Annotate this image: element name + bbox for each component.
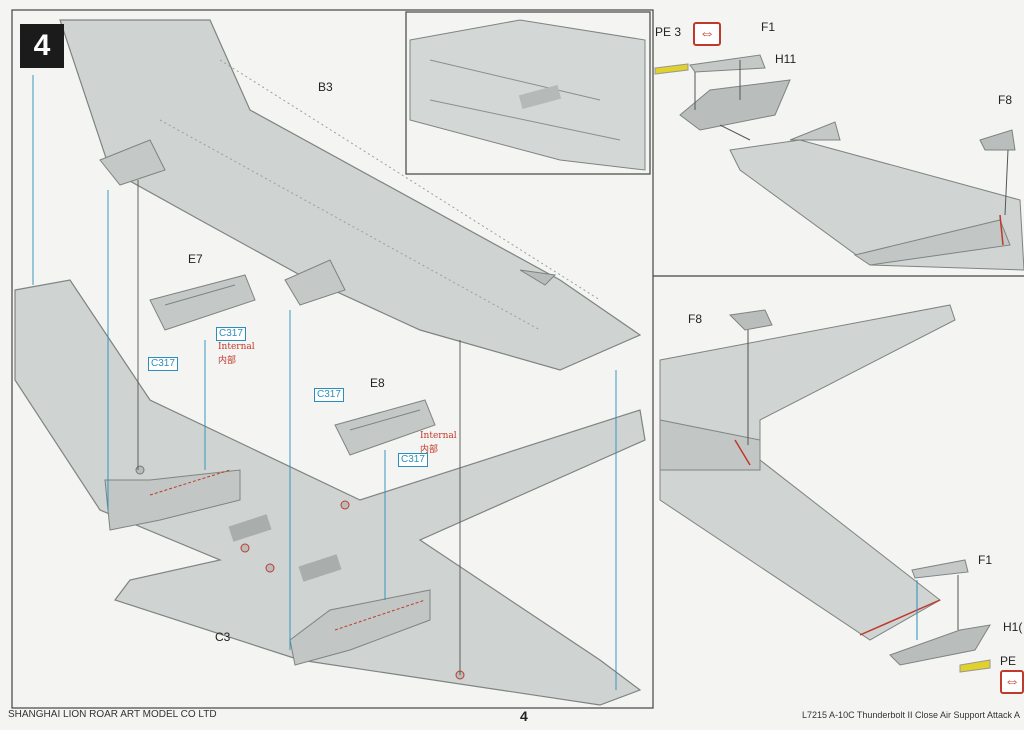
right-top-wingtip-assembly (654, 54, 1024, 271)
note-e8-internal-en: Internal (420, 431, 457, 441)
note-e7-internal-cn: 内部 (218, 356, 237, 366)
guide-lines-dark (137, 180, 461, 675)
main-panel-frame (11, 9, 654, 709)
part-e8 (334, 399, 436, 456)
part-label-e7: E7 (188, 252, 203, 266)
left-right-arrow-icon-bottom: ⇔ (1000, 670, 1024, 694)
part-label-b3: B3 (318, 80, 333, 94)
part-e7 (149, 274, 256, 331)
paint-code-e7-b: C317 (148, 357, 178, 371)
right-bottom-wingtip-assembly (659, 304, 991, 673)
note-e8-internal-cn: 内部 (420, 445, 439, 455)
part-label-c3: C3 (215, 630, 231, 644)
part-label-f8-top: F8 (998, 93, 1013, 107)
part-label-pe3-top: PE 3 (655, 25, 682, 39)
paint-code-e8-b: C317 (398, 453, 428, 467)
part-label-f1-top: F1 (761, 20, 776, 34)
inset-panel-frame (405, 11, 651, 175)
paint-code-e8-a: C317 (314, 388, 344, 402)
part-label-e8: E8 (370, 376, 385, 390)
left-right-arrow-icon: ⇔ (693, 22, 721, 46)
note-e7-internal-en: Internal (218, 342, 255, 352)
footer-page-number: 4 (520, 708, 528, 724)
inset-wing-detail (409, 19, 646, 171)
step-number-badge: 4 (20, 24, 64, 68)
part-label-h11-bottom: H1( (1003, 620, 1023, 634)
footer-company: SHANGHAI LION ROAR ART MODEL CO LTD (8, 709, 217, 720)
upper-wing-b3 (59, 19, 642, 371)
part-label-pe-bottom: PE (1000, 654, 1017, 668)
part-label-f1-bottom: F1 (978, 553, 993, 567)
part-label-f8-mid: F8 (688, 312, 703, 326)
guide-lines-blue (32, 75, 617, 690)
part-label-h11-top: H11 (775, 52, 797, 66)
paint-code-e7-a: C317 (216, 327, 246, 341)
panel-frames (11, 9, 1024, 709)
footer-product: L7215 A-10C Thunderbolt II Close Air Sup… (802, 710, 1020, 720)
